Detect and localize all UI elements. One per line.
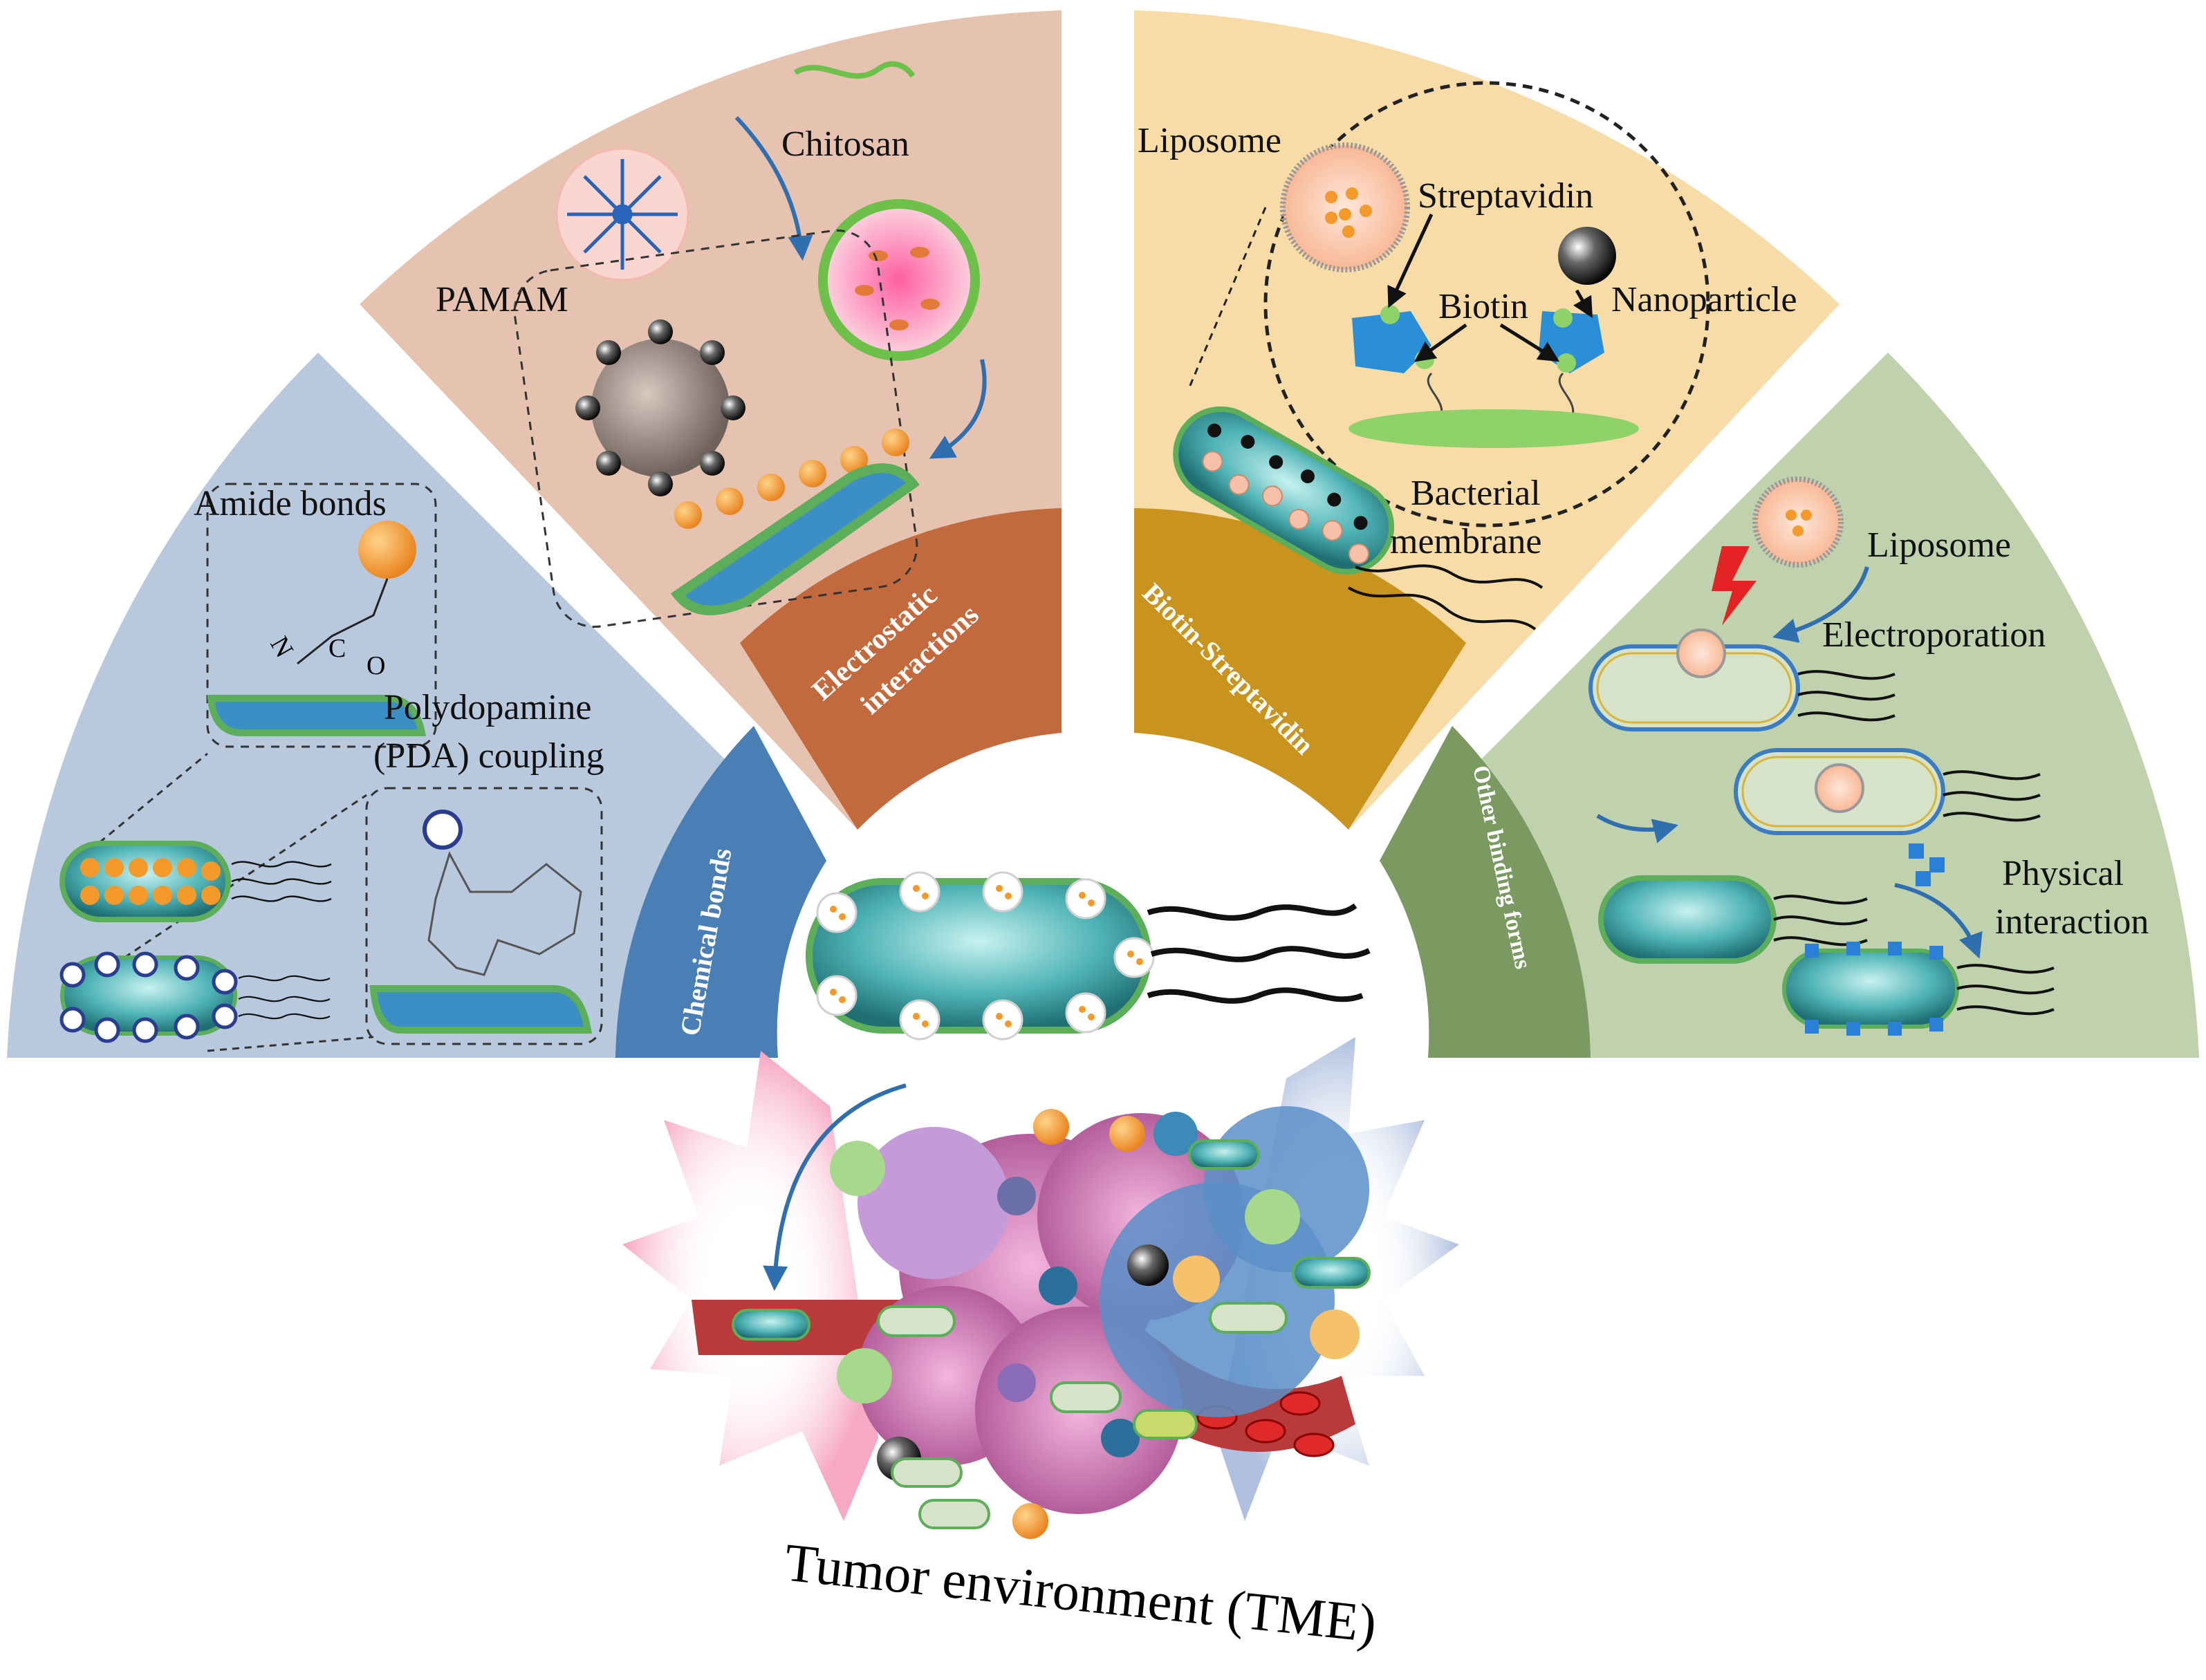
biotin-flagella xyxy=(1347,564,1544,631)
pda-structure xyxy=(427,851,582,976)
pamam-branches xyxy=(567,159,678,270)
projection-lines xyxy=(89,752,374,1052)
nanoparticle-label: Nanoparticle xyxy=(1611,280,1797,319)
sector-chemical-bg xyxy=(7,1058,788,1061)
amide-inset-box xyxy=(206,483,437,748)
pamam-coated-particle xyxy=(591,339,730,477)
central-nanoparticles xyxy=(816,871,1155,1040)
streptavidin-label: Streptavidin xyxy=(1418,176,1593,216)
sector-electrostatic-band xyxy=(740,508,1062,830)
nanoparticle-arrow xyxy=(1573,289,1593,319)
pda-label-line1: Polydopamine xyxy=(384,688,591,727)
biotin-label: Biotin xyxy=(1438,287,1528,326)
amide-nanoparticle xyxy=(358,521,416,579)
bacterial-membrane-label-2: membrane xyxy=(1390,522,1541,561)
tme-label: Tumor environment (TME) xyxy=(782,1531,1380,1653)
electroporation-label: Electroporation xyxy=(1822,615,2046,655)
physical-bound-bacterium xyxy=(1782,942,2055,1036)
amide-membrane xyxy=(207,695,427,736)
tumor-environment: Tumor environment (TME) xyxy=(622,1037,1459,1654)
biotin-inset-circle xyxy=(1263,81,1710,528)
lightning-bolt xyxy=(1712,546,1757,626)
other-liposome xyxy=(1752,476,1844,568)
chitosan-chain xyxy=(793,61,916,79)
physical-particles xyxy=(1909,843,1945,886)
sector-other-band xyxy=(1380,726,1591,1058)
streptavidin-arrow-1 xyxy=(1387,213,1434,308)
central-bacterium xyxy=(806,871,1371,1040)
electrostatic-membrane xyxy=(670,463,920,615)
electrostatic-arrow xyxy=(929,359,987,459)
electroporation-arrow xyxy=(1772,566,1869,643)
pda-label-line2: (PDA) coupling xyxy=(373,736,604,776)
central-flagella xyxy=(1147,903,1371,1004)
biotin-membrane-patch xyxy=(1348,409,1639,448)
biotin-projection xyxy=(1188,207,1267,388)
pamam-label: PAMAM xyxy=(436,280,568,319)
physical-label-line1: Physical xyxy=(2002,854,2124,893)
chemical-content: Amide bonds N C O Polydopamine (PDA) cou… xyxy=(59,483,604,1052)
biotin-arrow-1 xyxy=(1414,323,1467,362)
amide-bond-line xyxy=(297,578,389,665)
biotin-liposome-label: Liposome xyxy=(1138,121,1281,160)
biotin-arrow-2 xyxy=(1499,323,1560,362)
bacterial-membrane-label-1: Bacterial xyxy=(1411,474,1541,513)
electrostatic-inset-box xyxy=(513,229,918,628)
biotin-liposome xyxy=(1280,142,1410,272)
chitosan-label: Chitosan xyxy=(781,124,909,164)
physical-label-line2: interaction xyxy=(1995,902,2149,942)
tumor-bacteria xyxy=(732,1139,1371,1529)
biotin-content: Liposome Streptavidin Nanoparticle Bioti… xyxy=(1138,81,1797,631)
biotin-black-nanoparticle xyxy=(1558,227,1616,285)
electroporated-bacterium-2 xyxy=(1734,748,2041,835)
other-liposome-label: Liposome xyxy=(1867,525,2011,565)
pda-nanoparticle xyxy=(423,810,463,850)
immune-cells xyxy=(830,1109,1360,1539)
electroporated-bacterium-1 xyxy=(1588,628,1896,731)
sector-chemical-band xyxy=(615,726,826,1058)
plain-bacterium xyxy=(1598,875,1868,964)
amide-bonds-label: Amide bonds xyxy=(194,484,387,523)
bacterium-orange-loaded xyxy=(59,841,333,922)
burst-pink xyxy=(622,1051,878,1521)
chitosan-coated-particle xyxy=(818,199,980,361)
tme-arrow xyxy=(763,1083,907,1291)
bacterium-biotin xyxy=(1173,406,1395,575)
electrostatic-content: PAMAM Chitosan xyxy=(436,61,987,628)
pda-membrane xyxy=(369,985,592,1034)
other-arrow-1 xyxy=(1596,814,1678,843)
physical-arrow xyxy=(1894,883,1983,959)
streptavidin-left xyxy=(1352,311,1431,373)
pda-inset-box xyxy=(365,787,603,1045)
other-binding-content: Liposome Electroporation Physical inter xyxy=(1588,476,2149,1036)
amide-c-atom: C xyxy=(328,634,346,663)
chitosan-arrow xyxy=(734,115,813,261)
negative-charge-beads xyxy=(674,429,909,529)
sector-biotin-band xyxy=(1134,508,1466,830)
amide-o-atom: O xyxy=(367,651,385,680)
bacterium-pda-loaded xyxy=(59,951,331,1043)
